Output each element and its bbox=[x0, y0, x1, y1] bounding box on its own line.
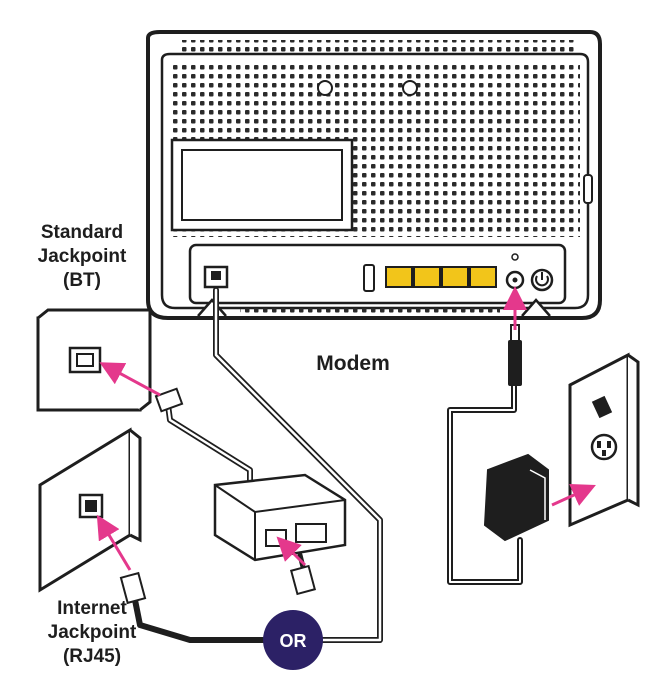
or-badge-label: OR bbox=[280, 631, 307, 651]
usb-port bbox=[363, 264, 375, 292]
svg-text:Jackpoint: Jackpoint bbox=[48, 622, 137, 643]
ethernet-cable bbox=[132, 597, 268, 643]
svg-text:Standard: Standard bbox=[41, 222, 123, 243]
rj11-plug-icon bbox=[154, 387, 184, 413]
arrow-to-bt-jack bbox=[99, 362, 161, 397]
rj45-wall-socket-icon bbox=[38, 427, 142, 593]
svg-text:(RJ45): (RJ45) bbox=[63, 646, 121, 667]
ethernet-ports bbox=[385, 266, 497, 288]
rj45-plug-icon bbox=[119, 571, 147, 605]
cables bbox=[132, 287, 523, 643]
arrow-to-outlet bbox=[551, 484, 596, 507]
bt-wall-socket-icon bbox=[36, 308, 152, 412]
svg-text:Internet: Internet bbox=[57, 598, 127, 619]
arrow-to-rj45-jack bbox=[96, 514, 132, 571]
connection-arrows bbox=[96, 286, 596, 571]
power-outlet-icon bbox=[568, 352, 640, 528]
svg-text:Jackpoint: Jackpoint bbox=[38, 246, 127, 267]
svg-text:(BT): (BT) bbox=[63, 270, 101, 291]
modem-label: Modem bbox=[316, 352, 390, 375]
arrow-to-splitter bbox=[276, 536, 307, 567]
bt-cable bbox=[165, 402, 253, 493]
internet-jackpoint-label: Internet Jackpoint (RJ45) bbox=[48, 598, 137, 667]
modem-icon bbox=[146, 30, 602, 320]
standard-jackpoint-label: Standard Jackpoint (BT) bbox=[38, 222, 127, 291]
or-badge: OR bbox=[263, 610, 323, 670]
splitter-plug-icon bbox=[289, 564, 317, 596]
power-adapter-icon bbox=[483, 324, 549, 542]
adsl-splitter-icon bbox=[213, 473, 347, 562]
